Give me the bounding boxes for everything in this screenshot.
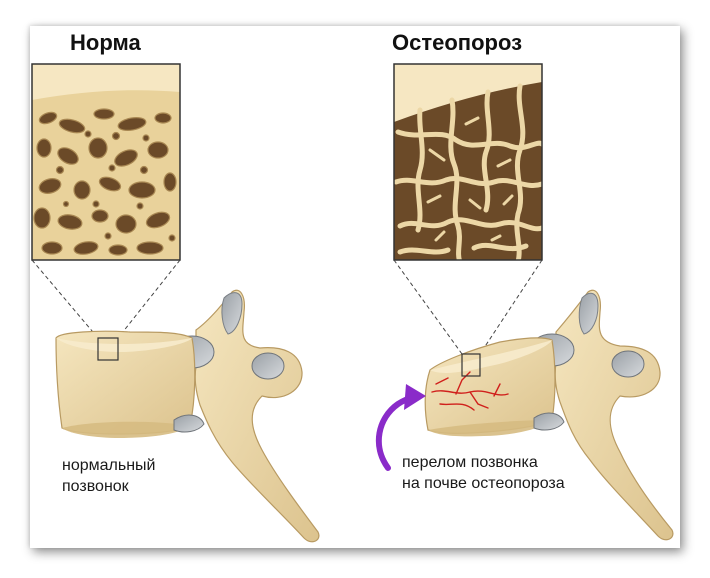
normal-vertebra	[55, 289, 320, 543]
title-osteoporosis: Остеопороз	[392, 30, 523, 55]
caption-fracture-line1: перелом позвонка	[402, 454, 538, 471]
osteoporosis-zoom-lines	[393, 259, 543, 355]
caption-normal-line1: нормальный	[62, 457, 156, 474]
normal-bone-inset	[31, 63, 181, 261]
compression-arrow	[376, 384, 426, 471]
caption-fracture: перелом позвонка на почве остеопороза	[402, 452, 565, 494]
caption-normal: нормальный позвонок	[62, 455, 155, 497]
fracture-cracks	[431, 371, 509, 411]
osteoporosis-bone-inset	[393, 63, 543, 261]
caption-normal-line2: позвонок	[62, 478, 129, 495]
caption-fracture-line2: на почве остеопороза	[402, 475, 565, 492]
fractured-vertebra	[424, 289, 674, 541]
normal-zoom-lines	[31, 259, 181, 339]
title-normal: Норма	[70, 30, 141, 55]
